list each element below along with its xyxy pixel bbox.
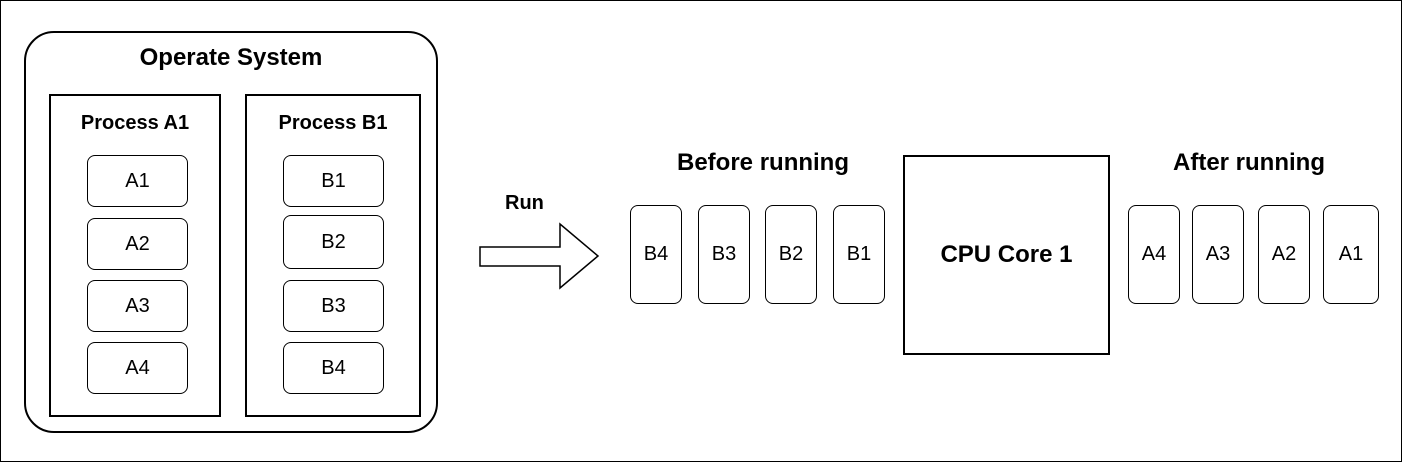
process-b-box: [245, 94, 421, 417]
process-b-task: B3: [283, 280, 384, 332]
operating-system-box: [24, 31, 438, 433]
process-a-task: A4: [87, 342, 188, 394]
process-a-task: A1: [87, 155, 188, 207]
process-b-task: B2: [283, 215, 384, 269]
process-b-task: B1: [283, 155, 384, 207]
process-a-task: A2: [87, 218, 188, 270]
after-queue-item: A3: [1192, 205, 1244, 304]
before-queue-item: B4: [630, 205, 682, 304]
after-queue-item: A2: [1258, 205, 1310, 304]
operating-system-title: Operate System: [139, 44, 323, 71]
cpu-core-box: CPU Core 1: [903, 155, 1110, 355]
before-queue-item: B2: [765, 205, 817, 304]
process-a-box: [49, 94, 221, 417]
right-arrow-icon: [479, 222, 600, 290]
process-a-title: Process A1: [80, 112, 190, 134]
cpu-core-label: CPU Core 1: [940, 241, 1073, 268]
before-queue-item: B1: [833, 205, 885, 304]
after-running-title: After running: [1173, 149, 1325, 176]
process-b-title: Process B1: [278, 112, 388, 134]
process-b-task: B4: [283, 342, 384, 394]
after-queue-item: A4: [1128, 205, 1180, 304]
after-queue-item: A1: [1323, 205, 1379, 304]
before-queue-item: B3: [698, 205, 750, 304]
before-running-title: Before running: [677, 149, 849, 176]
run-label: Run: [505, 192, 544, 214]
process-a-task: A3: [87, 280, 188, 332]
